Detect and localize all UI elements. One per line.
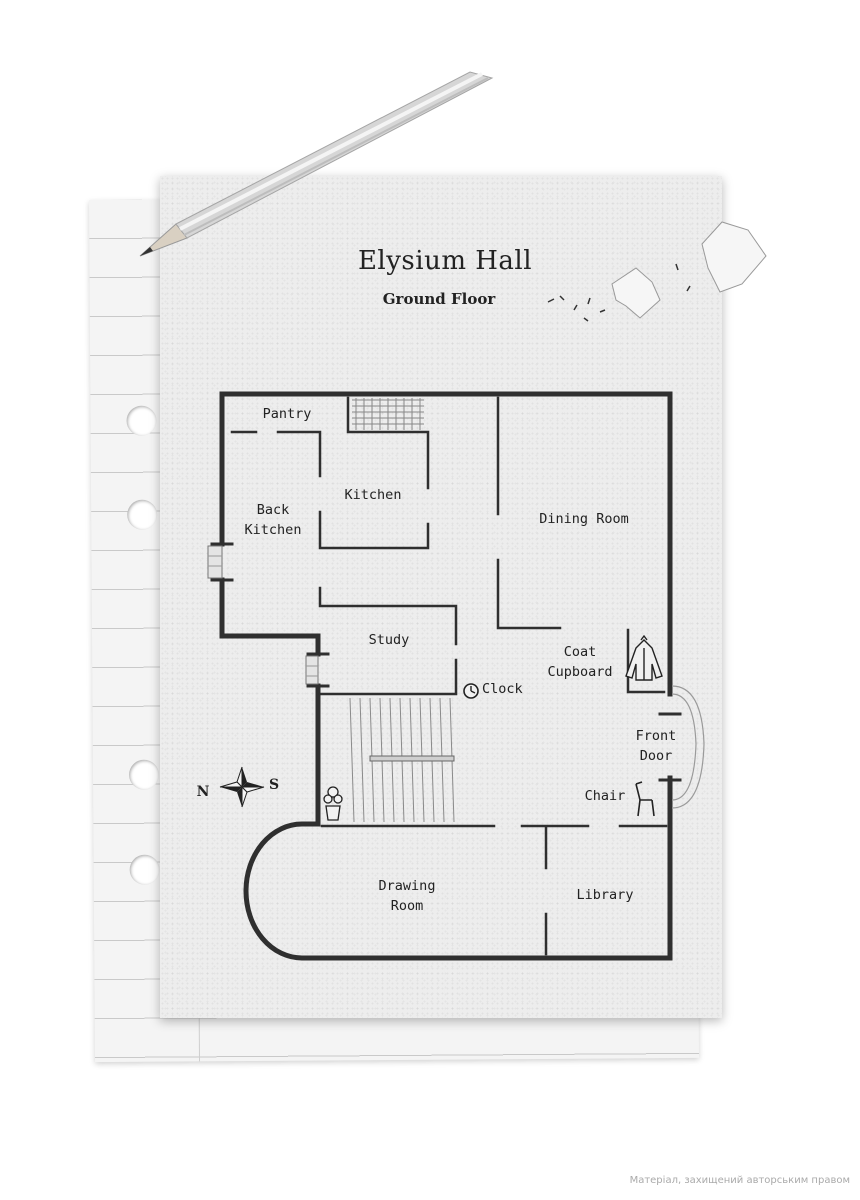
clock-icon bbox=[463, 683, 479, 699]
compass-south-label: S bbox=[268, 777, 280, 793]
compass-rose-icon bbox=[219, 766, 265, 808]
room-label-drawing-room-line1: Drawing bbox=[378, 878, 436, 894]
room-label-drawing-room-line2: Room bbox=[390, 898, 424, 914]
outer-wall-back-kitchen bbox=[219, 577, 321, 657]
room-label-back-kitchen-line2: Kitchen bbox=[244, 522, 302, 538]
room-label-kitchen: Kitchen bbox=[344, 487, 402, 503]
interior-walls bbox=[230, 396, 668, 956]
floor-plan-sheet bbox=[160, 176, 722, 1018]
room-label-coat-cupboard-line1: Coat bbox=[563, 644, 597, 660]
pencil-shavings bbox=[547, 221, 767, 322]
room-label-pantry: Pantry bbox=[262, 406, 312, 422]
coat-icon bbox=[625, 634, 663, 681]
outer-wall-north-east bbox=[219, 391, 673, 697]
room-label-study: Study bbox=[368, 632, 410, 648]
clock-label: Clock bbox=[482, 681, 523, 697]
room-label-library: Library bbox=[576, 887, 634, 903]
compass-north-label: N bbox=[196, 784, 210, 800]
paper-fold-line bbox=[444, 176, 445, 1018]
front-door-label-line2: Door bbox=[639, 748, 673, 764]
chair-label: Chair bbox=[584, 788, 626, 804]
pencil-body bbox=[139, 71, 494, 257]
drawing-room-bay-wall bbox=[243, 821, 673, 961]
copyright-watermark: Матеріал, захищений авторським правом bbox=[629, 1175, 850, 1186]
room-label-coat-cupboard-line2: Cupboard bbox=[547, 664, 613, 680]
room-label-back-kitchen-line1: Back bbox=[256, 502, 290, 518]
staircase-main bbox=[349, 697, 455, 823]
room-label-back-kitchen: Back Kitchen bbox=[236, 500, 310, 540]
front-door-label: Front Door bbox=[624, 726, 688, 766]
door-steps bbox=[207, 545, 705, 809]
room-label-coat-cupboard: Coat Cupboard bbox=[540, 642, 620, 682]
room-label-drawing-room: Drawing Room bbox=[368, 876, 446, 916]
room-label-dining-room: Dining Room bbox=[539, 511, 629, 527]
door-jambs bbox=[210, 542, 682, 782]
plant-icon bbox=[323, 786, 343, 821]
chair-icon bbox=[635, 781, 655, 817]
plan-walls bbox=[210, 391, 682, 961]
front-door-label-line1: Front bbox=[635, 728, 677, 744]
plan-title: Elysium Hall bbox=[357, 246, 533, 276]
plan-subtitle: Ground Floor bbox=[382, 290, 496, 308]
staircase-kitchen bbox=[352, 398, 424, 430]
